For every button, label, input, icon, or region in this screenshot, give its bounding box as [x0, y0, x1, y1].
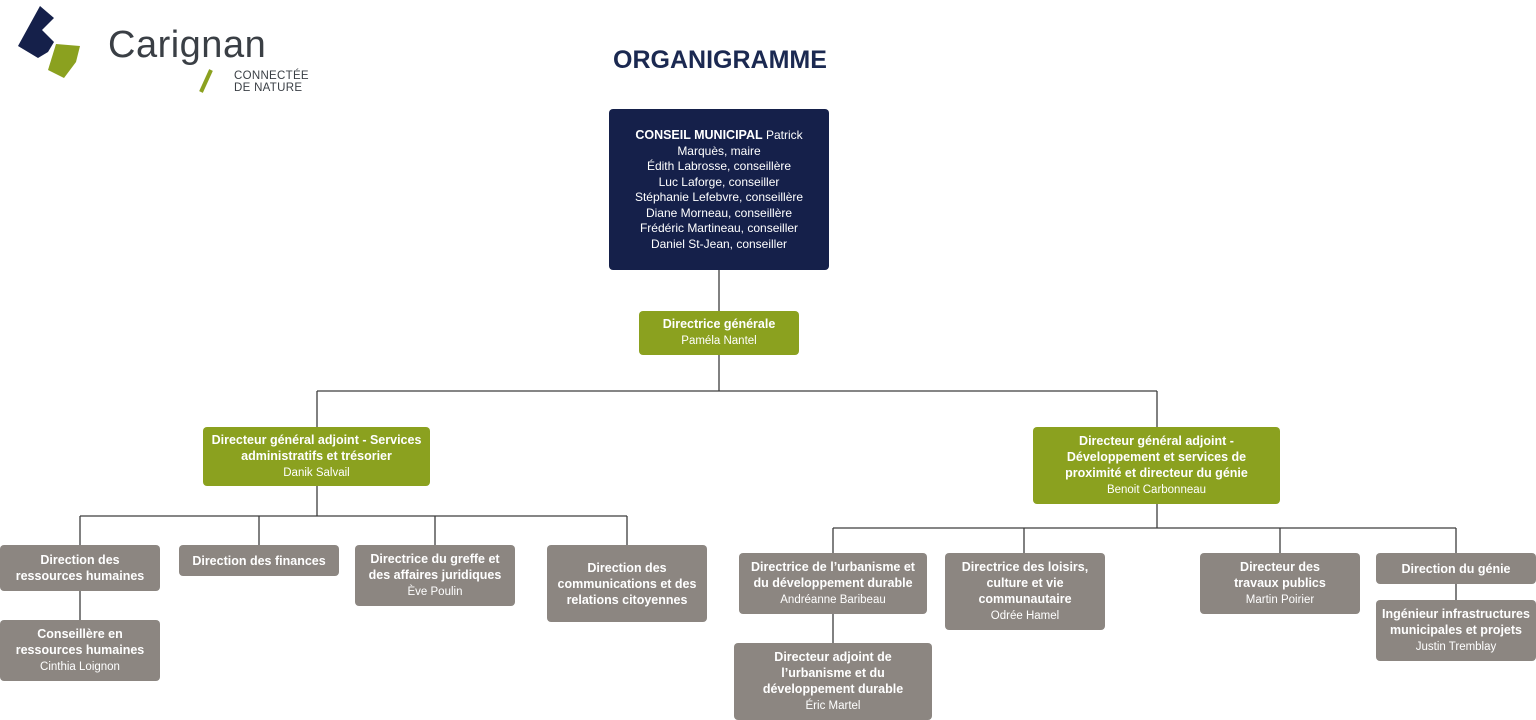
council-title: CONSEIL MUNICIPAL: [635, 128, 763, 142]
urbanisme-box: Directrice de l’urbanisme et du développ…: [739, 553, 927, 614]
council-line6: Diane Morneau, conseillère: [645, 205, 793, 220]
urbanisme-adjoint-box: Directeur adjoint de l’urbanisme et du d…: [734, 643, 932, 720]
council-box: CONSEIL MUNICIPAL Patrick Marquès, maire…: [609, 109, 829, 270]
rh-conseillere-title: Conseillère en ressources humaines: [15, 626, 145, 657]
council-line2: Marquès, maire: [677, 143, 761, 158]
rh-conseillere-name: Cinthia Loignon: [40, 660, 120, 673]
urbanisme-adjoint-title: Directeur adjoint de l’urbanisme et du d…: [762, 649, 904, 696]
rh-title: Direction des ressources humaines: [15, 553, 145, 583]
travaux-title: Directeur des travaux publics: [1234, 559, 1326, 590]
dga-admin-name: Danik Salvail: [283, 466, 350, 479]
finances-title: Direction des finances: [192, 553, 326, 568]
logo-tagline-line1: CONNECTÉE: [234, 70, 309, 82]
council-first-line: CONSEIL MUNICIPAL Patrick: [635, 127, 802, 144]
dga-admin-title: Directeur général adjoint - Services adm…: [211, 432, 422, 463]
council-line7: Frédéric Martineau, conseiller: [639, 221, 799, 235]
logo-tagline: CONNECTÉE DE NATURE: [234, 70, 309, 94]
carignan-logo-icon: [18, 6, 80, 78]
dg-name: Paméla Nantel: [681, 335, 757, 347]
communications-title: Direction des communications et des rela…: [557, 560, 697, 607]
council-line1: Patrick: [765, 128, 803, 142]
logo-tagline-line2: DE NATURE: [234, 82, 303, 94]
urbanisme-title: Directrice de l’urbanisme et du développ…: [751, 559, 915, 590]
travaux-name: Martin Poirier: [1245, 593, 1315, 606]
greffe-box: Directrice du greffe et des affaires jur…: [355, 545, 515, 606]
loisirs-title: Directrice des loisirs, culture et vie c…: [961, 559, 1089, 606]
greffe-name: Ève Poulin: [407, 585, 463, 598]
communications-box: Direction des communications et des rela…: [547, 545, 707, 622]
logo-name: Carignan: [108, 24, 267, 66]
finances-box: Direction des finances: [179, 545, 339, 576]
dga-dev-name: Benoit Carbonneau: [1106, 483, 1207, 496]
ingenieur-name: Justin Tremblay: [1415, 640, 1497, 653]
ingenieur-box: Ingénieur infrastructures municipales et…: [1376, 600, 1536, 661]
carignan-logo: Carignan CONNECTÉE DE NATURE: [14, 4, 314, 96]
dga-dev-title: Directeur général adjoint - Développemen…: [1065, 433, 1248, 480]
genie-box: Direction du génie: [1376, 553, 1536, 584]
loisirs-name: Odrée Hamel: [990, 609, 1060, 622]
rh-box: Direction des ressources humaines: [0, 545, 160, 591]
council-line8: Daniel St-Jean, conseiller: [650, 236, 788, 251]
logo-slash-icon: [199, 69, 213, 93]
travaux-box: Directeur des travaux publics Martin Poi…: [1200, 553, 1360, 614]
dg-title: Directrice générale: [662, 317, 776, 331]
urbanisme-adjoint-name: Éric Martel: [805, 699, 861, 712]
urbanisme-name: Andréanne Baribeau: [780, 593, 886, 606]
rh-conseillere-box: Conseillère en ressources humaines Cinth…: [0, 620, 160, 681]
dg-box: Directrice générale Paméla Nantel: [639, 311, 799, 355]
page-title: ORGANIGRAMME: [613, 46, 827, 74]
council-line3: Édith Labrosse, conseillère: [646, 159, 792, 173]
loisirs-box: Directrice des loisirs, culture et vie c…: [945, 553, 1105, 630]
council-line4: Luc Laforge, conseiller: [658, 174, 780, 189]
genie-title: Direction du génie: [1401, 561, 1511, 576]
greffe-title: Directrice du greffe et des affaires jur…: [368, 551, 502, 582]
ingenieur-title: Ingénieur infrastructures municipales et…: [1382, 606, 1530, 637]
dga-admin-box: Directeur général adjoint - Services adm…: [203, 427, 430, 486]
council-line5: Stéphanie Lefebvre, conseillère: [634, 190, 804, 204]
dga-dev-box: Directeur général adjoint - Développemen…: [1033, 427, 1280, 504]
